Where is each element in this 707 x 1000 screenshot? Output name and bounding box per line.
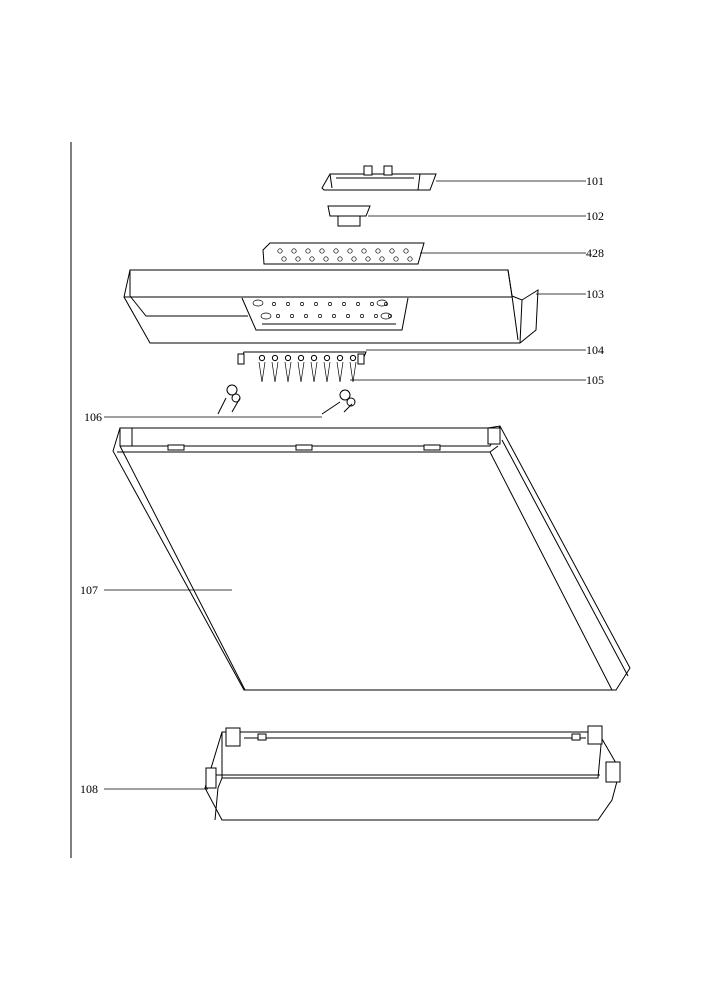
- pcb-hole: [393, 256, 399, 262]
- button-pin-shaft: [349, 361, 357, 383]
- housing-hole: [370, 302, 374, 306]
- part-102-label: 102: [586, 209, 604, 223]
- pcb-hole: [291, 248, 297, 254]
- pcb-hole: [277, 248, 283, 254]
- button-pin-shaft: [323, 361, 331, 383]
- button-pin-head: [336, 354, 344, 362]
- pcb-hole: [295, 256, 301, 262]
- button-pin-head: [271, 354, 279, 362]
- housing-hole: [346, 314, 350, 318]
- housing-hole: [314, 302, 318, 306]
- part-105-drawing: [258, 354, 586, 383]
- part-108-drawing: [104, 725, 621, 821]
- housing-hole: [276, 314, 280, 318]
- housing-hole: [318, 314, 322, 318]
- pcb-hole: [305, 248, 311, 254]
- housing-hole: [380, 312, 392, 320]
- pcb-hole: [281, 256, 287, 262]
- housing-hole: [342, 302, 346, 306]
- pcb-hole: [333, 248, 339, 254]
- housing-hole: [360, 314, 364, 318]
- pcb-hole: [365, 256, 371, 262]
- housing-hole: [252, 299, 264, 307]
- part-106-label: 106: [84, 410, 102, 424]
- part-101-label: 101: [586, 174, 604, 188]
- part-102-drawing: [327, 205, 586, 227]
- button-pin-shaft: [336, 361, 344, 383]
- housing-hole: [300, 302, 304, 306]
- housing-hole: [290, 314, 294, 318]
- housing-hole: [356, 302, 360, 306]
- button-pin-head: [258, 354, 266, 362]
- pcb-hole: [379, 256, 385, 262]
- housing-hole: [332, 314, 336, 318]
- housing-hole: [272, 302, 276, 306]
- pcb-hole: [361, 248, 367, 254]
- housing-hole: [374, 314, 378, 318]
- part-107-label: 107: [80, 583, 98, 597]
- pcb-hole: [323, 256, 329, 262]
- part-105-label: 105: [586, 373, 604, 387]
- part-106-drawing: [104, 384, 356, 418]
- pcb-hole: [347, 248, 353, 254]
- housing-hole: [304, 314, 308, 318]
- housing-hole: [260, 312, 272, 320]
- button-pin-head: [284, 354, 292, 362]
- housing-hole: [388, 314, 392, 318]
- button-pin-shaft: [258, 361, 266, 383]
- pcb-hole: [407, 256, 413, 262]
- button-pin-shaft: [310, 361, 318, 383]
- part-104-label: 104: [586, 343, 604, 357]
- pcb-hole: [403, 248, 409, 254]
- pcb-hole: [351, 256, 357, 262]
- part-428-drawing: [262, 242, 586, 265]
- part-103-label: 103: [586, 287, 604, 301]
- button-pin-head: [310, 354, 318, 362]
- housing-hole: [384, 302, 388, 306]
- button-pin-head: [297, 354, 305, 362]
- pcb-hole: [309, 256, 315, 262]
- pcb-hole: [375, 248, 381, 254]
- pcb-hole: [319, 248, 325, 254]
- pcb-hole: [337, 256, 343, 262]
- part-428-label: 428: [586, 246, 604, 260]
- part-104-drawing: [237, 349, 586, 365]
- housing-hole: [376, 299, 388, 307]
- housing-hole: [328, 302, 332, 306]
- part-103-drawing: [123, 269, 586, 344]
- button-pin-shaft: [284, 361, 292, 383]
- button-pin-head: [323, 354, 331, 362]
- part-107-drawing: [104, 425, 631, 691]
- part-101-drawing: [321, 165, 586, 191]
- housing-hole: [286, 302, 290, 306]
- button-pin-head: [349, 354, 357, 362]
- pcb-hole: [389, 248, 395, 254]
- part-108-label: 108: [80, 782, 98, 796]
- button-pin-shaft: [297, 361, 305, 383]
- button-pin-shaft: [271, 361, 279, 383]
